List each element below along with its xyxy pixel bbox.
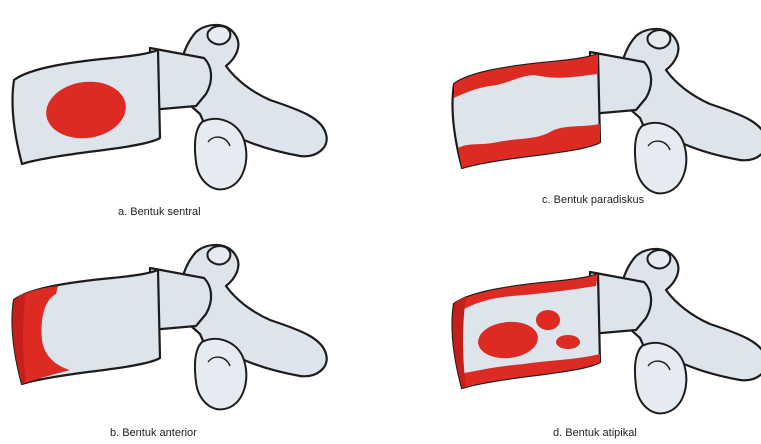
panel-atypical: d. Bentuk atipikal [440,234,761,444]
panel-central: a. Bentuk sentral [0,10,330,220]
panel-anterior: b. Bentuk anterior [0,230,330,440]
vertebra-anterior-illustration [0,230,330,415]
caption-paradiscus: c. Bentuk paradiskus [542,194,644,206]
vertebra-atypical-illustration [440,234,761,419]
lesion-atypical-small-upper [536,310,560,330]
vertebra-paradiscus-illustration [440,14,761,199]
panel-paradiscus: c. Bentuk paradiskus [440,14,761,224]
caption-central: a. Bentuk sentral [118,206,201,218]
lesion-atypical-small-lower [556,335,580,349]
caption-atypical: d. Bentuk atipikal [553,427,637,439]
vertebra-central-illustration [0,10,330,195]
caption-anterior: b. Bentuk anterior [110,427,197,439]
